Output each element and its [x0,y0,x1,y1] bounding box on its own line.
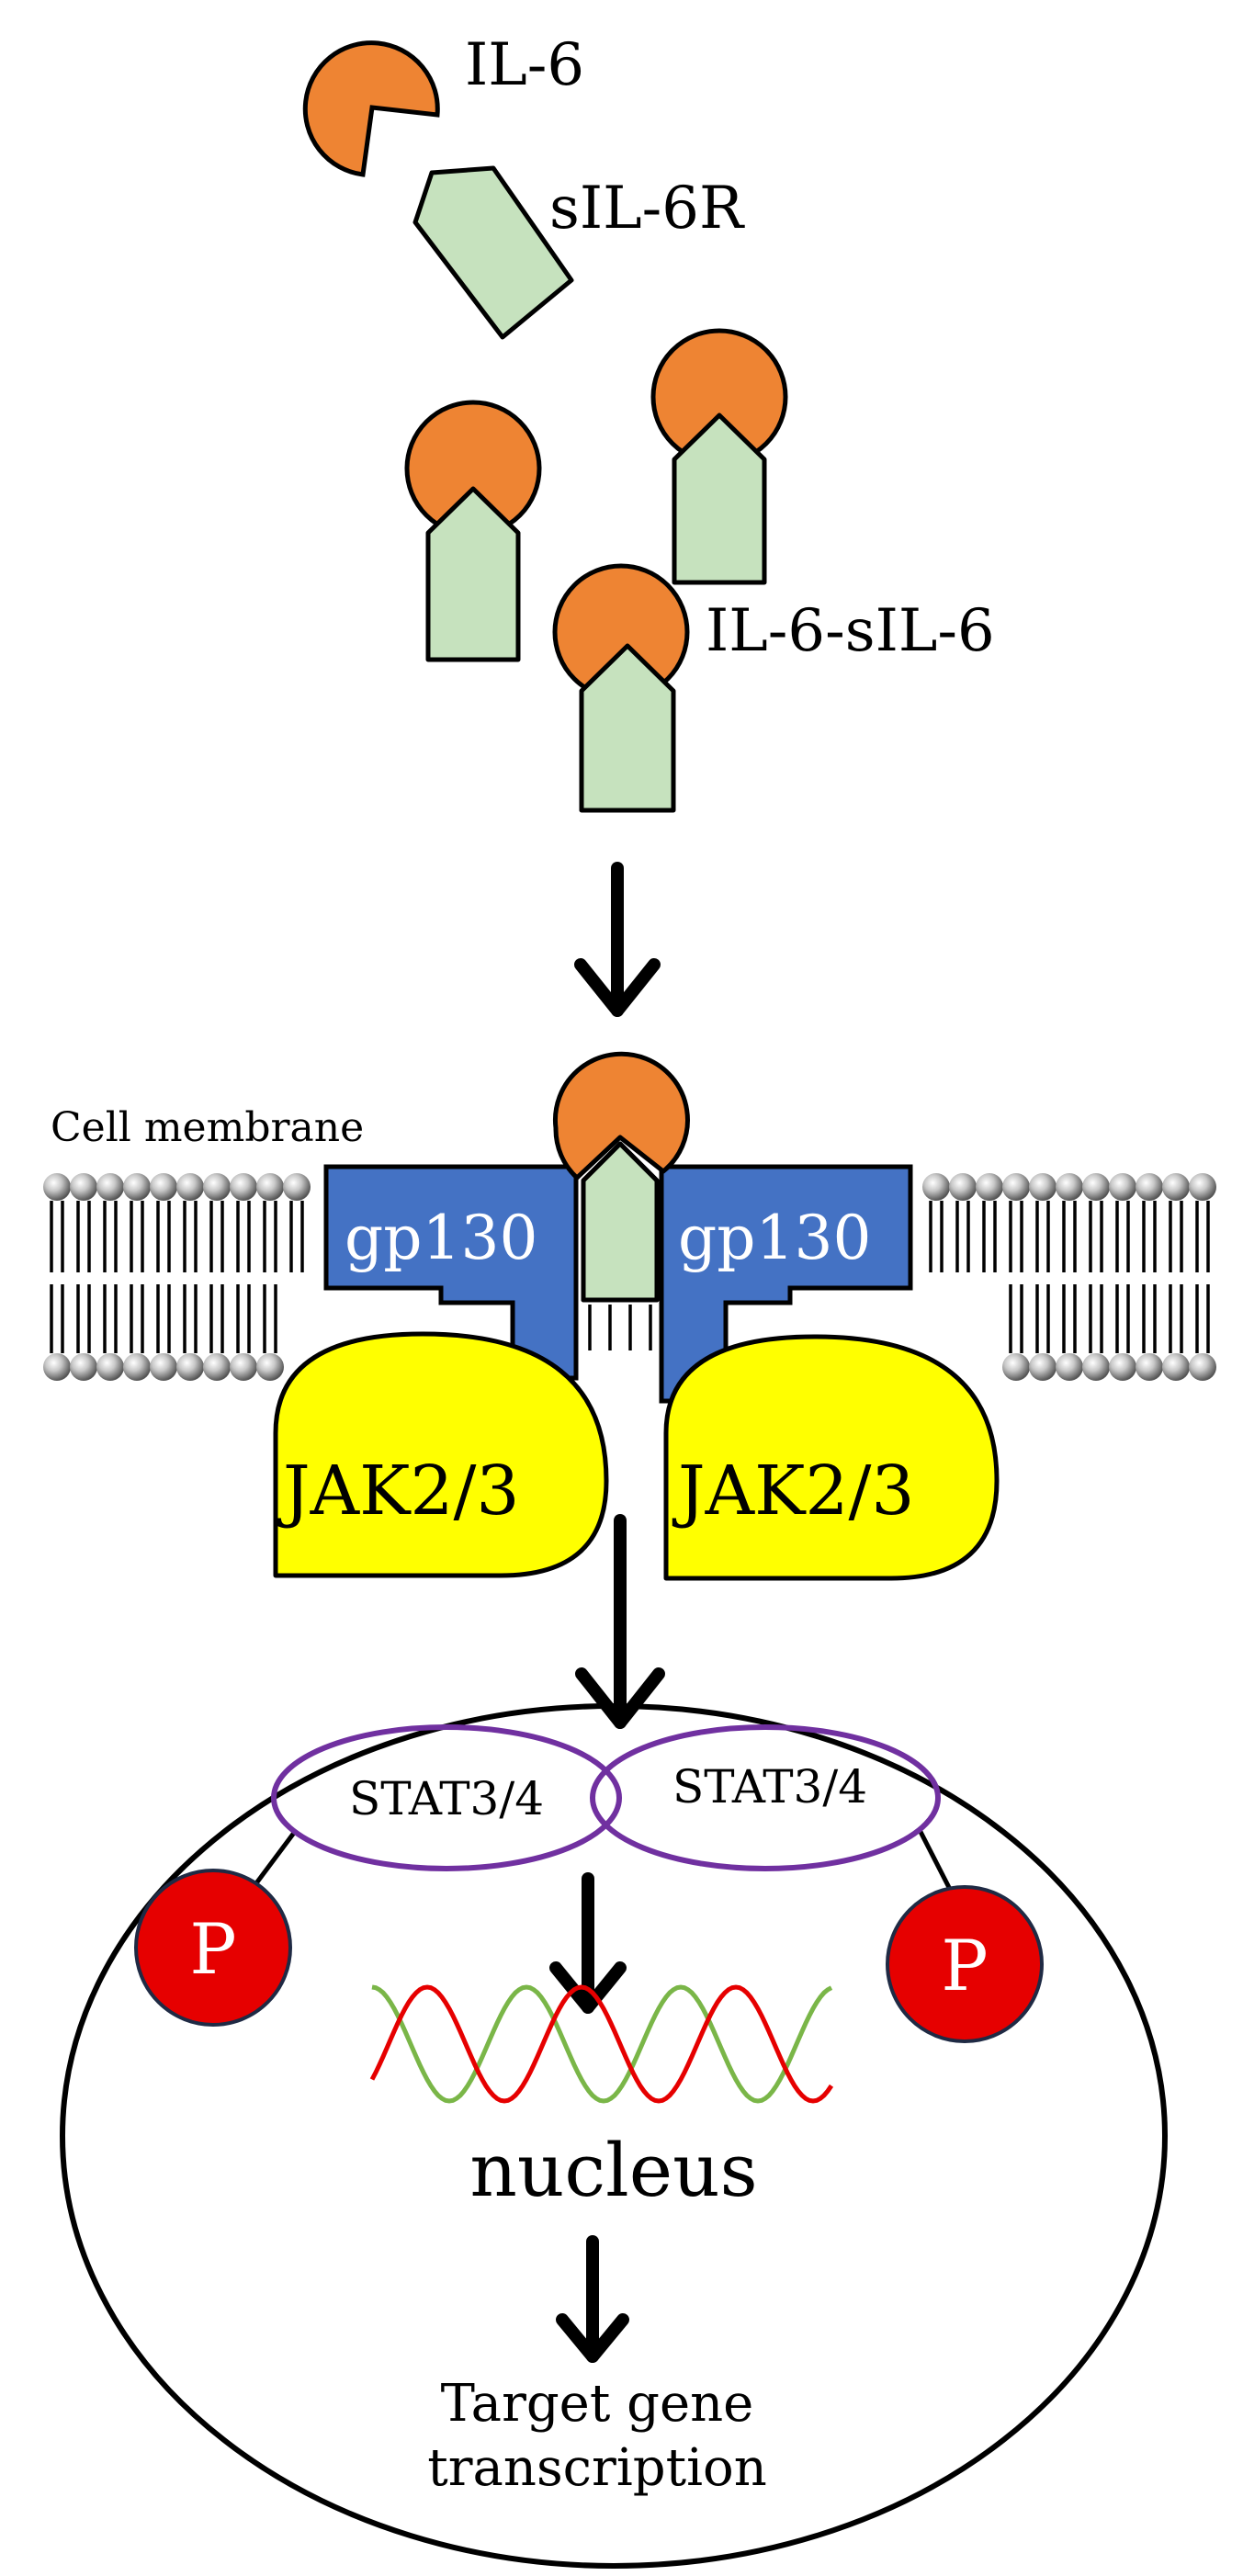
stat-right-icon [590,1724,941,1871]
lipid-head [1082,1353,1110,1381]
target-gene-label-line1: Target gene [441,2374,754,2434]
lipid-head [1162,1173,1190,1201]
jak-left-label: JAK2/3 [277,1452,519,1531]
lipid-head [203,1353,231,1381]
lipid-head [43,1353,71,1381]
lipid-head [1136,1353,1163,1381]
phospho-right-icon [886,1885,1044,2043]
lipid-head [1162,1353,1190,1381]
receptor-complex: gp130 gp130 JAK2/3 JAK2/3 [273,1051,1000,1581]
il6-label: IL-6 [465,31,584,99]
lipid-head [230,1353,257,1381]
lipid-head [1136,1173,1163,1201]
sil6r-bound-outline [581,1141,660,1303]
lipid-head [230,1173,257,1201]
sil6r-free-icon [412,165,574,340]
lipid-head [203,1173,231,1201]
arrow-down-icon [574,862,661,1017]
sil6r-icon [425,486,521,662]
lipid-head [150,1173,177,1201]
lipid-head [70,1173,97,1201]
lipid-head [1109,1173,1136,1201]
stat-left-label: STAT3/4 [349,1772,544,1825]
il6-sil6r-complex-3 [552,563,690,813]
lipid-head [949,1173,977,1201]
lipid-head [1002,1353,1030,1381]
lipid-head [256,1173,284,1201]
il6-sil6r-complex-1 [404,400,542,662]
lipid-head [1189,1353,1216,1381]
nucleus-envelope [60,1703,1168,2569]
lipid-head [123,1353,151,1381]
nucleus-label: nucleus [469,2128,757,2213]
lipid-head [96,1173,124,1201]
lipid-head [176,1173,204,1201]
il6-sil6r-complex-2 [650,328,788,585]
lipid-head [1029,1173,1057,1201]
phospho-left-icon [134,1869,292,2027]
lipid-head [96,1353,124,1381]
arrow-down-icon [556,2235,629,2363]
dna-strand-green [371,1984,833,2104]
lipid-head [1109,1353,1136,1381]
lipid-head [1056,1173,1083,1201]
phospho-right-label: P [941,1925,988,2006]
lipid-head [256,1353,284,1381]
il6-free-icon [302,40,440,177]
complex-label: IL-6-sIL-6 [706,597,995,665]
arrow-down-icon [575,1514,665,1729]
lipid-head [922,1173,950,1201]
gp130-left-icon [323,1164,579,1381]
stat-left-icon [271,1724,622,1871]
lipid-head [1029,1353,1057,1381]
arrow-down-icon [549,1872,627,2014]
jak-right-icon [663,1334,1000,1581]
dna-strand-red [369,1984,834,2104]
lipid-head [283,1173,311,1201]
sil6r-icon [672,412,767,585]
gp130-left-label: gp130 [345,1203,537,1273]
jak-left-icon [273,1331,609,1578]
lipid-head [150,1353,177,1381]
phospho-left-label: P [189,1908,236,1990]
lipid-head [43,1173,71,1201]
lipid-head [176,1353,204,1381]
il6-bound-icon [552,1051,690,1181]
sil6r-label: sIL-6R [549,175,745,243]
stat-right-label: STAT3/4 [672,1760,867,1813]
sil6r-icon [579,643,676,813]
target-gene-label-line2: transcription [427,2438,767,2498]
lipid-head [1056,1353,1083,1381]
lipid-head [1082,1173,1110,1201]
lipid-bilayer [43,1173,1216,1381]
lipid-head [976,1173,1003,1201]
jak-right-label: JAK2/3 [672,1452,914,1531]
lipid-head [1002,1173,1030,1201]
gp130-right-label: gp130 [678,1203,871,1273]
lipid-head [70,1353,97,1381]
cell-membrane-label: Cell membrane [51,1104,364,1151]
dna-helix-icon [369,1984,834,2104]
lipid-head [123,1173,151,1201]
lipid-head [1189,1173,1216,1201]
